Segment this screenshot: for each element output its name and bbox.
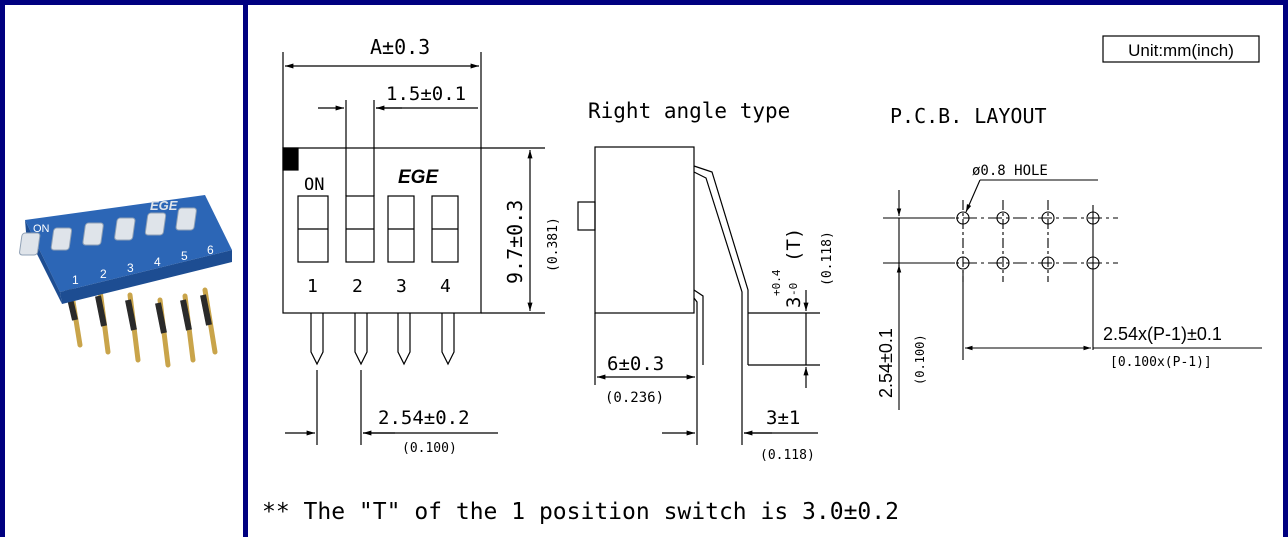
pcb-layout-labels: P.C.B. LAYOUT ø0.8 HOLE 2.54±0.1 (0.100)… [876, 104, 1222, 398]
col-span-dim-label: 2.54x(P-1)±0.1 [1103, 324, 1222, 344]
pcb-layout [883, 179, 1262, 410]
t-dim-inch: (0.118) [820, 231, 835, 286]
front-on-label: ON [304, 175, 324, 195]
t-dim-label: 3 [783, 297, 805, 308]
pcb-holes [956, 211, 1100, 270]
t-suffix: (T) [783, 228, 805, 262]
width-dim-label: A±0.3 [370, 35, 430, 59]
photo-pos-1: 1 [72, 273, 79, 287]
photo-pos-2: 2 [100, 267, 107, 281]
unit-label: Unit:mm(inch) [1128, 41, 1234, 60]
pin-pitch-dim-label: 2.54±0.2 [378, 407, 470, 429]
front-pos-3: 3 [396, 276, 407, 297]
pin-len-dim-label: 3±1 [766, 407, 800, 429]
front-view-labels: A±0.3 1.5±0.1 ON EGE 1 2 3 4 9.7±0.3 (0.… [304, 35, 561, 456]
side-view-title: Right angle type [588, 99, 790, 123]
hole-label: ø0.8 HOLE [972, 163, 1048, 179]
pin-len-dim-inch: (0.118) [760, 448, 815, 463]
panel-divider [243, 0, 248, 537]
front-pins [310, 313, 455, 366]
photo-brand: EGE [150, 198, 178, 213]
photo-pos-5: 5 [181, 249, 188, 263]
row-pitch-dim-inch: (0.100) [913, 334, 927, 385]
photo-position-numbers: 1 2 3 4 5 6 [72, 243, 214, 287]
t-tol-upper: +0.4 [770, 269, 783, 296]
photo-pos-6: 6 [207, 243, 214, 257]
side-view [577, 146, 820, 445]
pcb-layout-title: P.C.B. LAYOUT [890, 104, 1047, 128]
front-brand-logo: EGE [398, 167, 439, 188]
photo-pos-3: 3 [127, 261, 134, 275]
dip-switch-photo: ON EGE 1 2 3 4 5 6 [19, 195, 232, 368]
photo-pos-4: 4 [154, 255, 161, 269]
unit-box: Unit:mm(inch) [1102, 35, 1260, 63]
depth-dim-label: 6±0.3 [607, 353, 664, 375]
footnote: ** The "T" of the 1 position switch is 3… [262, 499, 899, 525]
front-pos-4: 4 [440, 276, 451, 297]
side-view-labels: Right angle type 3 +0.4 -0 (T) (0.118) 6… [588, 99, 835, 463]
pin-pitch-dim-inch: (0.100) [402, 441, 457, 456]
t-tol-lower: -0 [787, 283, 800, 296]
col-span-dim-inch: [0.100x(P-1)] [1110, 355, 1212, 370]
pitch-dim-label: 1.5±0.1 [386, 83, 466, 105]
front-pos-1: 1 [307, 276, 318, 297]
height-dim-label: 9.7±0.3 [503, 200, 527, 284]
front-pos-2: 2 [352, 276, 363, 297]
row-pitch-dim-label: 2.54±0.1 [876, 328, 896, 398]
front-slider-windows [297, 195, 459, 263]
front-view [282, 52, 545, 445]
photo-on-label: ON [33, 223, 50, 235]
height-dim-inch: (0.381) [546, 217, 561, 272]
depth-dim-inch: (0.236) [605, 390, 664, 406]
